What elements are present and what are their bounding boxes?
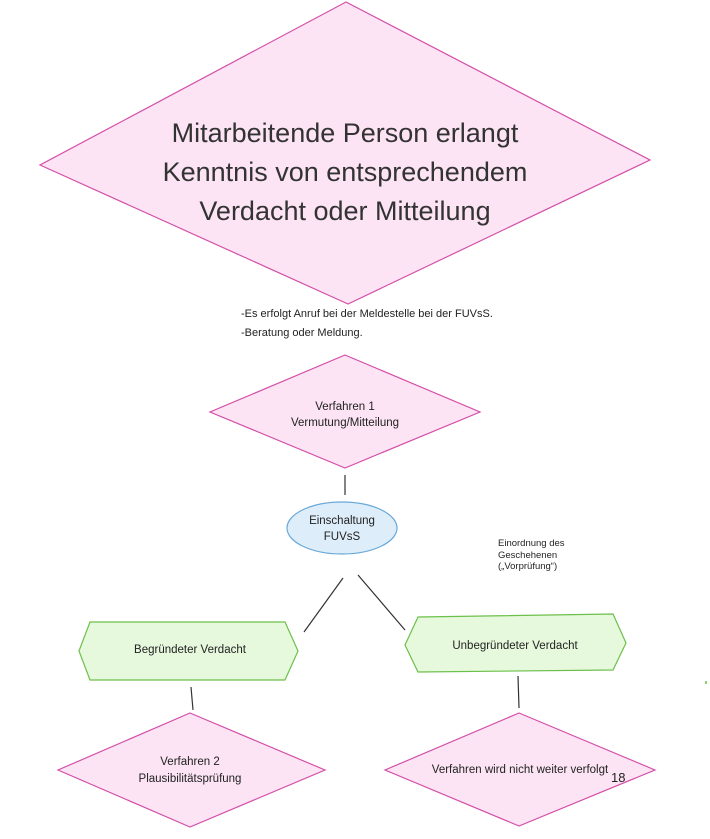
connector-left-down (190, 686, 194, 711)
note-line-2: -Beratung oder Meldung. (241, 327, 363, 339)
unbegruendeter-verdacht-label: Unbegründeter Verdacht (452, 640, 578, 652)
verfahren2-subtitle: Plausibilitätsprüfung (138, 773, 242, 785)
connector-left-branch (303, 577, 344, 633)
not-pursued-diamond (383, 712, 657, 827)
vorpruefung-note: Einordnung des Geschehenen („Vorprüfung“… (498, 538, 565, 572)
einschaltung-oval (286, 501, 398, 555)
begruendeter-verdacht-label: Begründeter Verdacht (134, 644, 246, 656)
verfahren1-title: Verfahren 1 (315, 401, 375, 413)
unbegruendeter-verdacht-box (404, 613, 627, 673)
einschaltung-line-2: FUVsS (323, 531, 361, 543)
not-pursued-text: Verfahren wird nicht weiter verfolgt (431, 764, 609, 776)
connector-right-down (517, 675, 520, 709)
begruendeter-verdacht-box (78, 621, 299, 681)
verfahren1-diamond (208, 354, 482, 469)
page-number: 18 (611, 770, 626, 785)
connector-right-branch (357, 574, 406, 631)
note-line-1: -Es erfolgt Anruf bei der Meldestelle be… (241, 308, 493, 320)
main-decision-diamond (38, 1, 652, 305)
verfahren2-diamond (56, 712, 327, 828)
verfahren1-subtitle: Vermutung/Mitteilung (290, 417, 400, 429)
einschaltung-line-1: Einschaltung (309, 515, 375, 527)
verfahren2-title: Verfahren 2 (160, 756, 220, 768)
main-decision-text: Mitarbeitende Person erlangt Kenntnis vo… (162, 118, 528, 226)
